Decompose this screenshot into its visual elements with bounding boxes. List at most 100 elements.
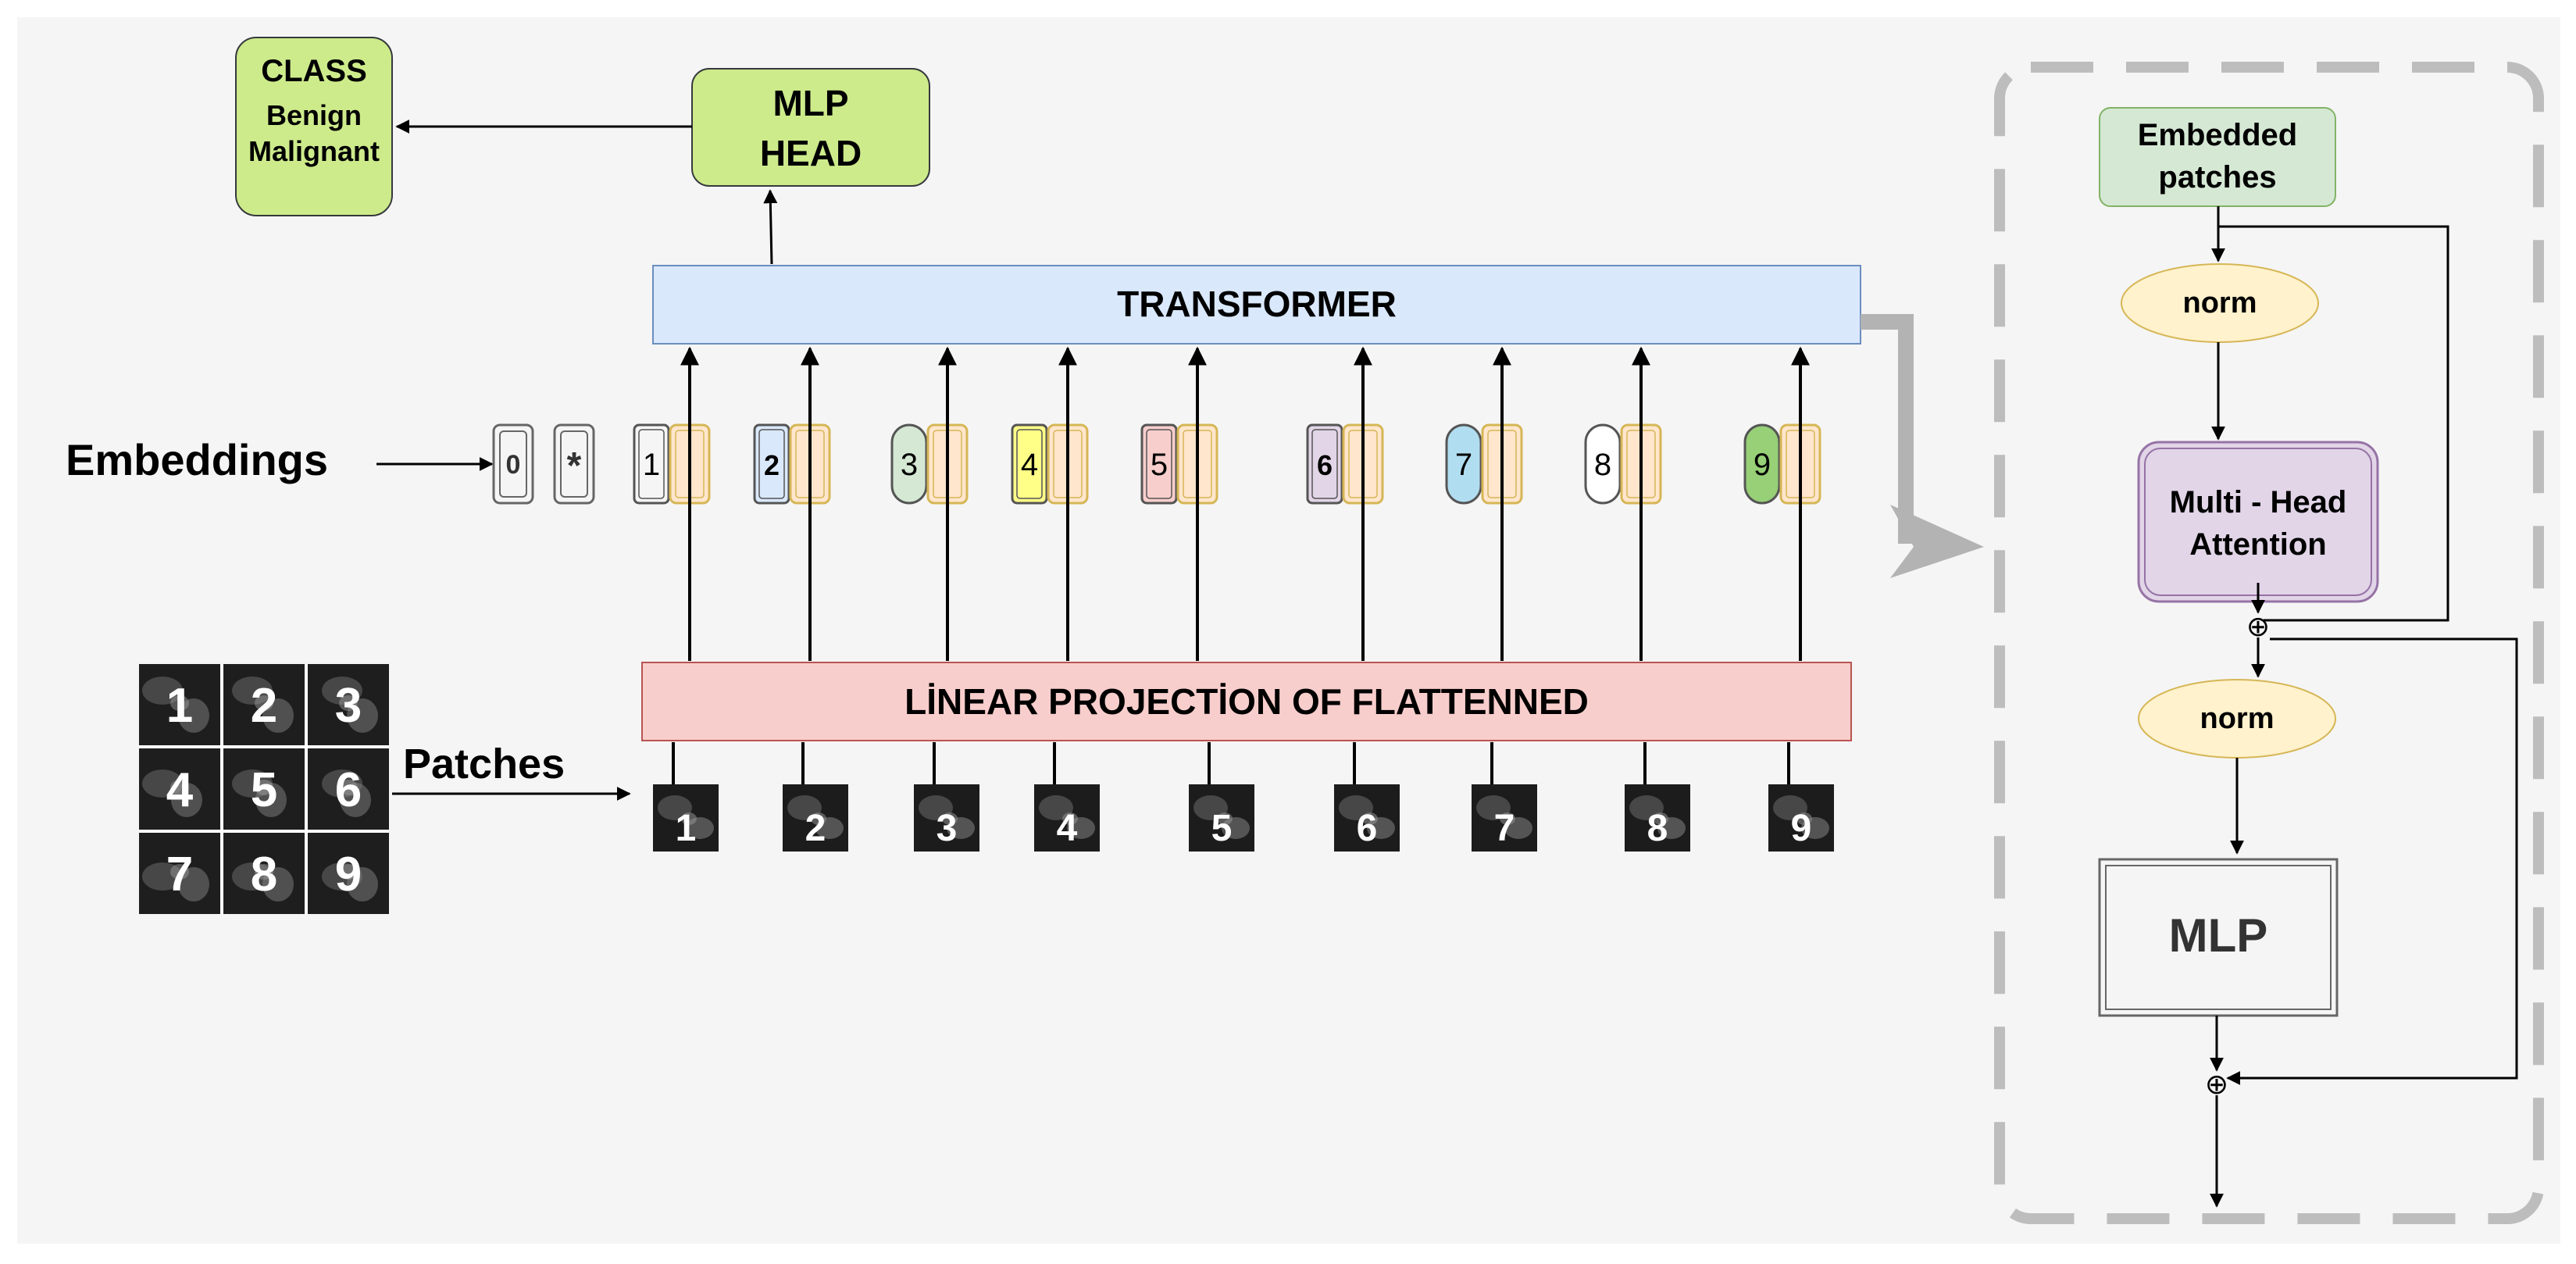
patch-token-5-label: 5 [1151, 448, 1168, 482]
grid-cell-number-7: 7 [166, 848, 193, 902]
patch-token-8-label: 8 [1594, 448, 1611, 482]
residual-add-2-icon: ⊕ [2205, 1068, 2228, 1100]
mha-line2: Attention [2189, 527, 2327, 562]
grid-cell-8: 8 [223, 833, 305, 914]
embedded-patches-line1: Embedded [2138, 118, 2297, 152]
transformer-to-mlp-head-arrow [763, 189, 778, 265]
transformer-label: TRANSFORMER [1117, 284, 1397, 324]
patch-token-7 [1445, 423, 1482, 505]
norm-1-label: norm [2183, 287, 2257, 320]
patch-thumbnail-5: 5 [1189, 784, 1254, 852]
mlp-head-line2: HEAD [760, 133, 862, 173]
patch-token-2 [753, 423, 790, 505]
patch-token-4 [1011, 423, 1048, 505]
cls-token-star: * [553, 423, 595, 505]
patches-label: Patches [403, 741, 565, 787]
patch-token-3 [890, 423, 928, 505]
mlp-head-box: MLP HEAD [691, 68, 930, 187]
cls-token-zero: 0 [492, 423, 534, 505]
patch-token-1 [633, 423, 670, 505]
patch-thumbnail-6: 6 [1334, 784, 1400, 852]
grid-cell-number-2: 2 [251, 679, 277, 733]
class-output-box: CLASS Benign Malignant [235, 37, 393, 216]
token-column-6: 66 [1306, 346, 1400, 852]
norm-ellipse-2: norm [2138, 679, 2336, 759]
encoder-mlp-box: MLP [2098, 858, 2339, 1017]
grid-cell-number-6: 6 [335, 763, 362, 817]
patch-token-9-label: 9 [1754, 448, 1771, 482]
patch-thumbnail-number-8: 8 [1647, 808, 1668, 849]
patch-thumbnail-7: 7 [1472, 784, 1537, 852]
patch-token-4-label: 4 [1021, 448, 1038, 482]
grid-cell-3: 3 [308, 664, 389, 745]
patch-thumbnail-number-6: 6 [1357, 808, 1378, 849]
patch-token-1-label: 1 [643, 448, 660, 482]
linear-projection-label: LİNEAR PROJECTİON OF FLATTENNED [904, 681, 1589, 722]
grid-cell-9: 9 [308, 833, 389, 914]
patch-thumbnail-3: 3 [914, 784, 979, 852]
patch-token-6-label: 6 [1317, 449, 1333, 481]
grid-cell-number-1: 1 [166, 679, 193, 733]
patch-token-7-label: 7 [1455, 448, 1472, 482]
grid-cell-1: 1 [139, 664, 220, 745]
patch-token-8 [1584, 423, 1622, 505]
patch-thumbnail-2: 2 [783, 784, 848, 852]
patch-thumbnail-8: 8 [1625, 784, 1690, 852]
grid-cell-number-4: 4 [166, 763, 194, 817]
token-column-3: 33 [890, 346, 979, 852]
token-column-4: 44 [1011, 346, 1100, 852]
encoder-connectors [2210, 206, 2518, 1208]
patch-thumbnail-number-2: 2 [805, 808, 826, 849]
token-column-2: 22 [753, 346, 848, 852]
encoder-block-border [1994, 62, 2544, 1224]
norm-ellipse-1: norm [2121, 263, 2319, 343]
grid-cell-4: 4 [139, 748, 220, 830]
class-malignant-label: Malignant [248, 135, 380, 167]
patch-thumbnail-number-4: 4 [1057, 808, 1078, 849]
grid-cell-number-9: 9 [335, 848, 362, 902]
patch-thumbnail-number-7: 7 [1494, 808, 1515, 849]
token-column-1: 11 [633, 346, 719, 852]
token-column-8: 88 [1584, 346, 1690, 852]
patch-token-2-label: 2 [764, 449, 780, 481]
patch-thumbnail-number-3: 3 [937, 808, 958, 849]
mlp-head-line1: MLP [772, 83, 848, 123]
cls-token-star-label: * [567, 445, 582, 487]
class-title: CLASS [261, 54, 367, 88]
patch-thumbnail-number-9: 9 [1791, 808, 1812, 849]
linear-projection-box: LİNEAR PROJECTİON OF FLATTENNED [641, 662, 1852, 741]
embedded-patches-line2: patches [2158, 160, 2276, 195]
zoom-arrow-head [1890, 505, 1984, 578]
patch-thumbnail-1: 1 [653, 784, 719, 852]
cls-token-zero-label: 0 [506, 450, 521, 480]
embedded-patches-box: Embedded patches [2099, 107, 2336, 207]
patch-thumbnail-9: 9 [1768, 784, 1834, 852]
multi-head-attention-box: Multi - Head Attention [2137, 441, 2379, 603]
grid-cell-5: 5 [223, 748, 305, 830]
patch-thumbnail-4: 4 [1034, 784, 1100, 852]
patch-token-6 [1306, 423, 1343, 505]
diagram-background [17, 17, 2560, 1244]
token-column-5: 55 [1140, 346, 1254, 852]
encoder-mlp-label: MLP [2169, 909, 2268, 962]
patch-thumbnail-number-5: 5 [1211, 808, 1233, 849]
token-column-9: 99 [1743, 346, 1834, 852]
grid-cell-6: 6 [308, 748, 389, 830]
grid-cell-number-5: 5 [251, 763, 277, 817]
grid-cell-number-3: 3 [335, 679, 362, 733]
grid-cell-number-8: 8 [251, 848, 277, 902]
patch-grid-image: 1 2 3 4 5 6 7 8 9 [139, 664, 389, 914]
token-column-7: 77 [1445, 346, 1537, 852]
patch-token-5 [1140, 423, 1178, 505]
residual-add-1-icon: ⊕ [2246, 610, 2270, 642]
transformer-box: TRANSFORMER [652, 265, 1861, 345]
mha-line1: Multi - Head [2170, 485, 2347, 520]
norm-2-label: norm [2200, 702, 2275, 735]
grid-cell-2: 2 [223, 664, 305, 745]
patch-thumbnail-number-1: 1 [676, 808, 697, 849]
patch-token-3-label: 3 [901, 448, 918, 482]
patch-token-9 [1743, 423, 1781, 505]
class-benign-label: Benign [266, 99, 362, 131]
